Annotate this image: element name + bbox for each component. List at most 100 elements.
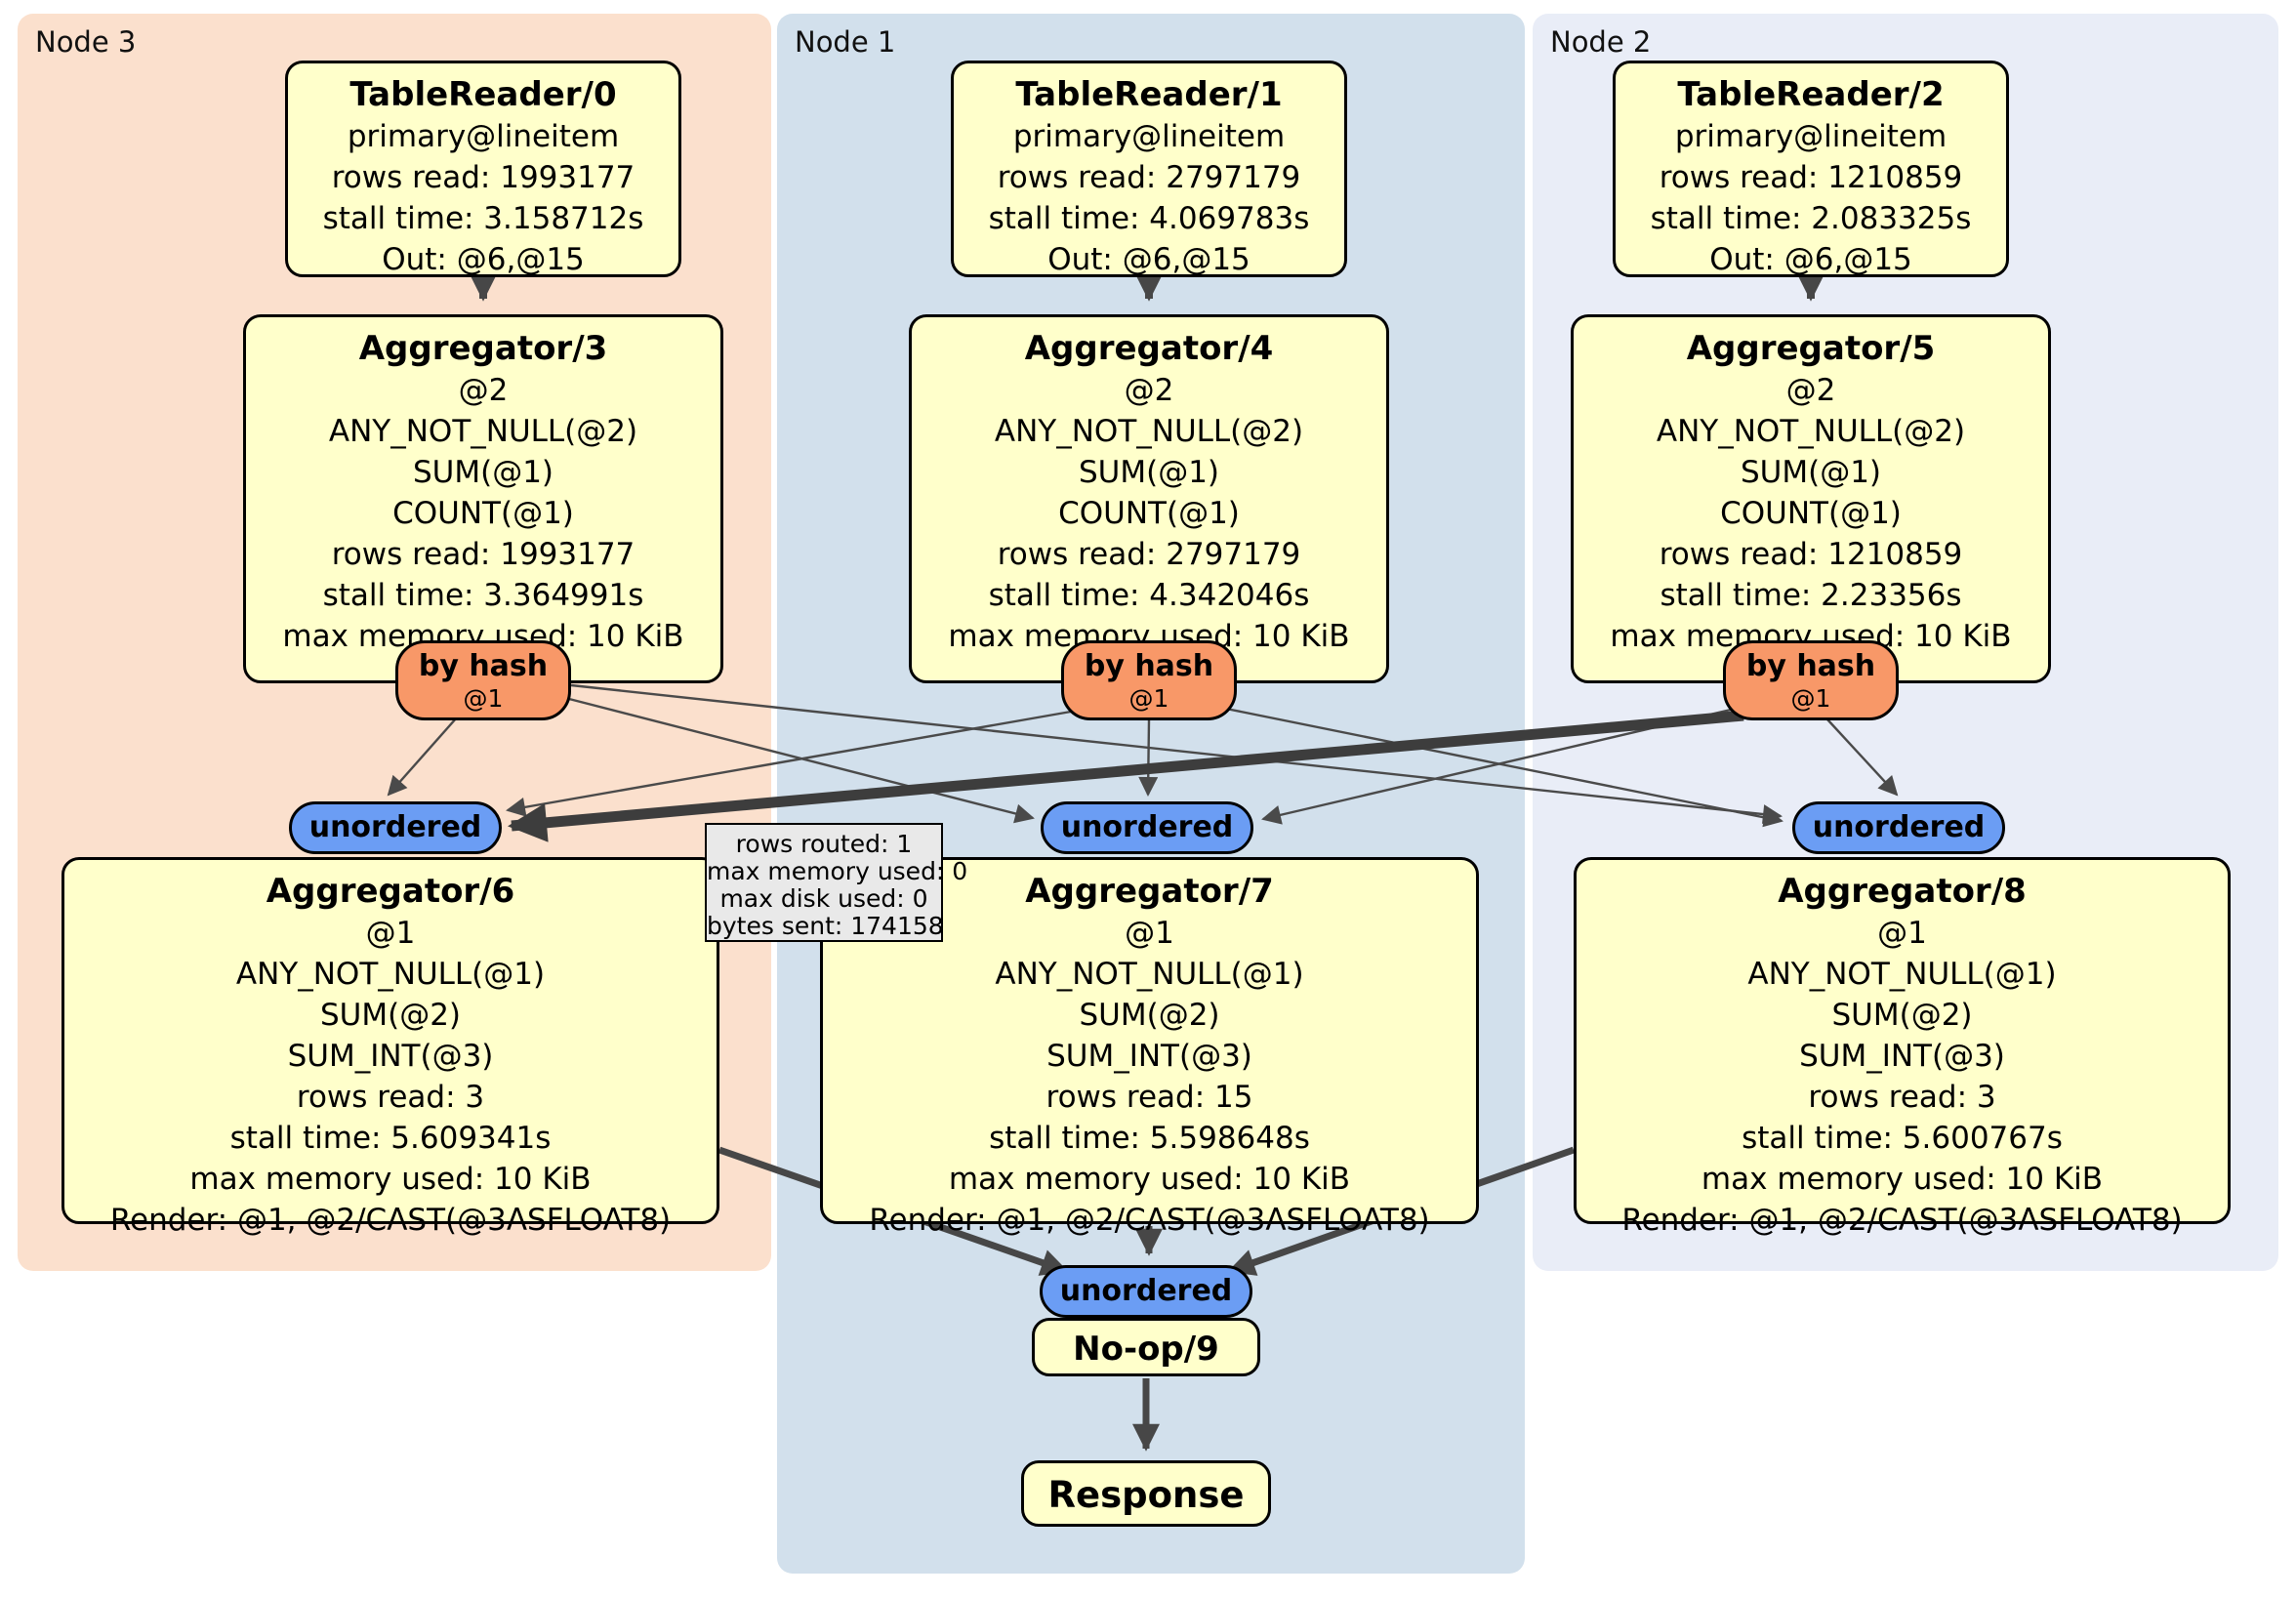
hash-router-node3[interactable]: by hash @1 — [395, 640, 571, 720]
node-title: Aggregator/7 — [1025, 872, 1274, 911]
node-line: primary@lineitem — [347, 119, 620, 154]
edge-hash1-unordered3 — [506, 710, 1072, 817]
node-line: SUM(@2) — [319, 998, 462, 1033]
node-line: rows read: 2797179 — [997, 537, 1301, 572]
node-line: rows read: 1993177 — [331, 160, 636, 195]
node-line: rows read: 2797179 — [997, 160, 1301, 195]
node-line: max memory used: 10 KiB — [189, 1162, 592, 1197]
node-line: stall time: 5.598648s — [989, 1121, 1310, 1156]
node-line: SUM(@1) — [1078, 455, 1220, 490]
node-line: COUNT(@1) — [1058, 496, 1240, 531]
node-line: stall time: 2.083325s — [1650, 201, 1972, 236]
panel-label-node-3: Node 3 — [35, 25, 137, 59]
node-title: TableReader/0 — [349, 75, 617, 114]
unordered-stream-node3[interactable]: unordered — [289, 801, 502, 854]
aggregator-3[interactable]: Aggregator/3 @2 ANY_NOT_NULL(@2) SUM(@1)… — [243, 314, 723, 683]
node-line: rows read: 1993177 — [331, 537, 636, 572]
node-title: Response — [1047, 1474, 1245, 1516]
hash-router-node1[interactable]: by hash @1 — [1061, 640, 1237, 720]
node-line: stall time: 2.23356s — [1660, 578, 1962, 613]
node-line: SUM_INT(@3) — [287, 1039, 494, 1074]
node-line: rows read: 3 — [296, 1080, 485, 1115]
node-line: SUM(@2) — [1079, 998, 1220, 1033]
node-line: SUM(@1) — [412, 455, 554, 490]
node-line: stall time: 5.600767s — [1742, 1121, 2063, 1156]
node-line: stall time: 4.069783s — [988, 201, 1310, 236]
node-line: ANY_NOT_NULL(@2) — [994, 414, 1304, 449]
node-line: rows read: 1210859 — [1659, 160, 1963, 195]
aggregator-5[interactable]: Aggregator/5 @2 ANY_NOT_NULL(@2) SUM(@1)… — [1571, 314, 2051, 683]
table-reader-2[interactable]: TableReader/2 primary@lineitem rows read… — [1613, 61, 2009, 277]
aggregator-8[interactable]: Aggregator/8 @1 ANY_NOT_NULL(@1) SUM(@2)… — [1574, 857, 2231, 1238]
node-line: Render: @1, @2/CAST(@3ASFLOAT8) — [1621, 1203, 2183, 1238]
unordered-stream-node2[interactable]: unordered — [1792, 801, 2005, 854]
node-line: Out: @6,@15 — [1709, 242, 1912, 277]
node-line: Out: @6,@15 — [382, 242, 585, 277]
router-detail: @1 — [1790, 684, 1831, 713]
node-line: Render: @1, @2/CAST(@3ASFLOAT8) — [869, 1203, 1430, 1238]
node-line: SUM_INT(@3) — [1046, 1039, 1252, 1074]
router-label: by hash — [418, 649, 549, 683]
node-title: Aggregator/3 — [358, 329, 608, 368]
node-line: Out: @6,@15 — [1047, 242, 1250, 277]
response[interactable]: Response — [1021, 1460, 1271, 1527]
node-line: @1 — [1125, 916, 1174, 951]
node-line: ANY_NOT_NULL(@2) — [1656, 414, 1966, 449]
aggregator-4[interactable]: Aggregator/4 @2 ANY_NOT_NULL(@2) SUM(@1)… — [909, 314, 1389, 683]
noop-9[interactable]: No-op/9 — [1032, 1318, 1260, 1376]
tooltip-line: rows routed: 1 — [735, 830, 913, 858]
unordered-stream-final[interactable]: unordered — [1040, 1265, 1252, 1318]
node-line: stall time: 3.158712s — [322, 201, 644, 236]
edge-hash3-unordered2 — [570, 683, 1783, 825]
node-line: ANY_NOT_NULL(@1) — [235, 957, 546, 992]
router-detail: @1 — [463, 684, 504, 713]
node-line: COUNT(@1) — [392, 496, 574, 531]
unordered-stream-node1[interactable]: unordered — [1041, 801, 1253, 854]
edge-hash1-unordered2 — [1225, 707, 1784, 828]
node-line: ANY_NOT_NULL(@1) — [995, 957, 1304, 992]
node-title: No-op/9 — [1073, 1330, 1219, 1369]
node-line: stall time: 5.609341s — [229, 1121, 552, 1156]
edge-hash3-unordered3 — [387, 717, 458, 797]
node-line: SUM_INT(@3) — [1799, 1039, 2005, 1074]
node-line: max memory used: 10 KiB — [1701, 1162, 2104, 1197]
node-line: @2 — [458, 373, 509, 408]
edge-hash2-unordered3-highlighted[interactable] — [508, 710, 1744, 842]
router-label: by hash — [1745, 649, 1876, 683]
table-reader-0[interactable]: TableReader/0 primary@lineitem rows read… — [285, 61, 681, 277]
node-line: SUM(@2) — [1831, 998, 1973, 1033]
tooltip-line: bytes sent: 174158 — [707, 912, 944, 940]
node-line: primary@lineitem — [1674, 119, 1948, 154]
node-title: Aggregator/8 — [1778, 872, 2027, 911]
node-line: COUNT(@1) — [1720, 496, 1902, 531]
tooltip-line: max memory used: 0 — [707, 857, 968, 885]
edge-hash2-unordered2 — [1826, 718, 1899, 797]
node-title: Aggregator/5 — [1686, 329, 1936, 368]
node-line: @2 — [1785, 373, 1836, 408]
node-line: @1 — [365, 916, 416, 951]
aggregator-6[interactable]: Aggregator/6 @1 ANY_NOT_NULL(@1) SUM(@2)… — [62, 857, 719, 1238]
node-line: rows read: 3 — [1808, 1080, 1996, 1115]
node-line: rows read: 1210859 — [1659, 537, 1963, 572]
panel-label-node-1: Node 1 — [795, 25, 896, 59]
hash-router-node2[interactable]: by hash @1 — [1723, 640, 1899, 720]
node-line: stall time: 4.342046s — [988, 578, 1310, 613]
panel-label-node-2: Node 2 — [1550, 25, 1652, 59]
node-title: TableReader/1 — [1015, 75, 1283, 114]
edge-hash1-unordered1 — [1138, 719, 1159, 797]
node-line: SUM(@1) — [1740, 455, 1882, 490]
stream-stats-tooltip: rows routed: 1 max memory used: 0 max di… — [705, 823, 968, 942]
tooltip-line: max disk used: 0 — [719, 884, 928, 913]
router-detail: @1 — [1128, 684, 1169, 713]
router-label: by hash — [1084, 649, 1214, 683]
node-line: primary@lineitem — [1012, 119, 1286, 154]
node-line: stall time: 3.364991s — [322, 578, 644, 613]
node-line: ANY_NOT_NULL(@1) — [1747, 957, 2057, 992]
node-line: @2 — [1124, 373, 1174, 408]
node-line: max memory used: 10 KiB — [948, 1162, 1351, 1197]
node-line: rows read: 15 — [1046, 1080, 1253, 1115]
node-line: ANY_NOT_NULL(@2) — [328, 414, 638, 449]
table-reader-1[interactable]: TableReader/1 primary@lineitem rows read… — [951, 61, 1347, 277]
node-title: TableReader/2 — [1677, 75, 1945, 114]
